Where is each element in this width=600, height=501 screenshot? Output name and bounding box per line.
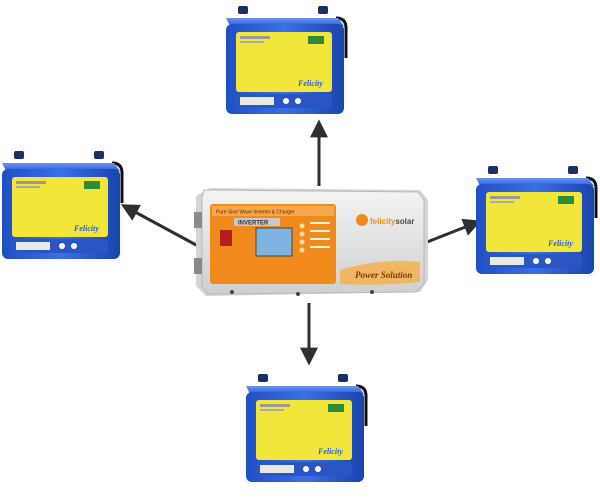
panel-button bbox=[299, 223, 305, 229]
battery-brand: Felicity bbox=[547, 239, 573, 248]
battery-top: Felicity bbox=[224, 4, 348, 116]
svg-text:felicitysolar: felicitysolar bbox=[370, 217, 414, 226]
battery-right: Felicity bbox=[474, 164, 598, 276]
inverter-header-text: Pure Sine Wave Inverter & Charger bbox=[216, 210, 295, 216]
inverter-lcd-display bbox=[255, 227, 293, 257]
dc-port-bottom bbox=[194, 258, 202, 274]
arrow-to-battery-left bbox=[120, 204, 199, 248]
dc-port-top bbox=[194, 212, 202, 228]
brand-prefix: felicity bbox=[370, 217, 396, 226]
brand-logo-icon bbox=[356, 214, 368, 226]
battery-bottom: Felicity bbox=[244, 372, 368, 484]
tagline: Power Solution bbox=[355, 270, 412, 280]
battery-left: Felicity bbox=[0, 149, 124, 261]
panel-button bbox=[299, 239, 305, 245]
brand-suffix: solar bbox=[395, 217, 414, 226]
connector-arrows bbox=[120, 119, 482, 366]
inverter-unit: Pure Sine Wave Inverter & Charger INVERT… bbox=[194, 188, 428, 296]
battery-brand: Felicity bbox=[73, 224, 99, 233]
battery-brand: Felicity bbox=[317, 447, 343, 456]
panel-button bbox=[299, 231, 305, 237]
battery-brand: Felicity bbox=[297, 79, 323, 88]
arrow-to-battery-right bbox=[421, 218, 482, 246]
panel-button bbox=[299, 247, 305, 253]
power-switch bbox=[220, 230, 232, 246]
inverter-model-label: INVERTER bbox=[238, 221, 269, 227]
